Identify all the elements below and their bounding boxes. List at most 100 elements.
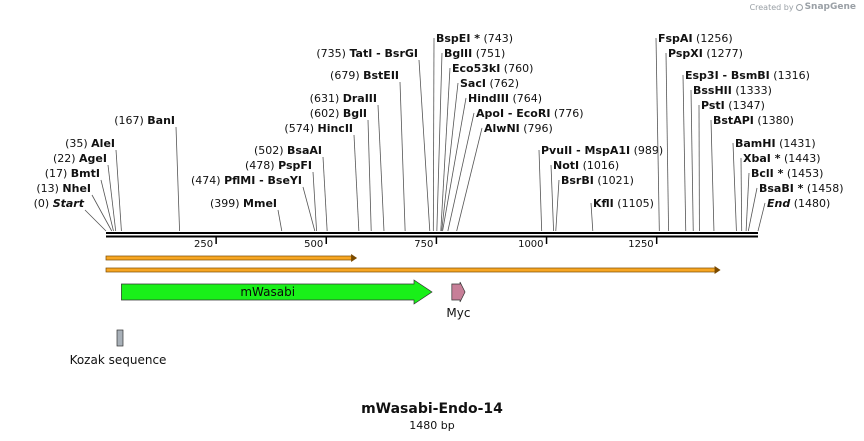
- site-label: End (1480): [767, 197, 830, 210]
- site-position: (1453): [783, 167, 823, 180]
- site-name: BsaAI: [287, 144, 322, 157]
- site-name: PspXI: [668, 47, 703, 60]
- site-position: (167): [114, 114, 147, 127]
- feature-label: mWasabi: [240, 285, 295, 299]
- site-bspei: BspEI * (743): [436, 32, 513, 45]
- site-bcli: BclI * (1453): [751, 167, 823, 180]
- backbone-bottom-strand: [106, 235, 758, 238]
- site-label: (13) NheI: [36, 182, 91, 195]
- site-name: AgeI: [79, 152, 107, 165]
- site-position: (679): [330, 69, 363, 82]
- site-bsabi: BsaBI * (1458): [759, 182, 844, 195]
- site-pflmi: (474) PflMI - BseYI: [191, 174, 302, 187]
- site-position: (1458): [803, 182, 843, 195]
- site-position: (1380): [754, 114, 794, 127]
- site-leader: [447, 112, 475, 232]
- site-alei: (35) AleI: [65, 137, 115, 150]
- site-leader: [277, 209, 283, 232]
- site-label: (735) TatI - BsrGI: [316, 47, 418, 60]
- site-name: AleI: [91, 137, 115, 150]
- site-position: (631): [310, 92, 343, 105]
- site-bsrbi: BsrBI (1021): [561, 174, 634, 187]
- site-leader: [682, 74, 687, 232]
- site-saci: SacI (762): [460, 77, 519, 90]
- snapgene-logo-icon: [795, 3, 803, 11]
- feature-label: Myc: [446, 306, 470, 320]
- site-leader: [745, 172, 750, 232]
- site-leader: [367, 119, 372, 232]
- site-position: (22): [53, 152, 79, 165]
- site-label: (502) BsaAI: [254, 144, 322, 157]
- site-name: HincII: [317, 122, 353, 135]
- site-position: (35): [65, 137, 91, 150]
- site-leader: [115, 149, 122, 232]
- feature-mwasabi: mWasabi: [121, 279, 433, 305]
- site-bmti: (17) BmtI: [45, 167, 100, 180]
- site-label: (679) BstEII: [330, 69, 399, 82]
- site-label: (474) PflMI - BseYI: [191, 174, 302, 187]
- site-position: (796): [520, 122, 553, 135]
- site-position: (1443): [780, 152, 820, 165]
- site-mmei: (399) MmeI: [210, 197, 277, 210]
- site-name: BsaBI *: [759, 182, 804, 195]
- site-leader: [655, 37, 660, 232]
- site-label: BamHI (1431): [735, 137, 816, 150]
- site-name: PvuII - MspA1I: [541, 144, 630, 157]
- site-start: (0) Start: [34, 197, 85, 210]
- site-bani: (167) BanI: [114, 114, 175, 127]
- site-label: SacI (762): [460, 77, 519, 90]
- orf-arrowhead: [351, 254, 358, 262]
- site-nhei: (13) NheI: [36, 182, 91, 195]
- backbone-top-strand: [106, 232, 758, 234]
- site-name: PspFI: [278, 159, 312, 172]
- site-position: (735): [316, 47, 349, 60]
- site-name: Eco53kI: [452, 62, 500, 75]
- site-fspai: FspAI (1256): [658, 32, 733, 45]
- snapgene-credit: Created by SnapGene: [750, 2, 856, 12]
- site-label: BsaBI * (1458): [759, 182, 844, 195]
- site-label: (22) AgeI: [53, 152, 107, 165]
- site-name: PstI: [701, 99, 725, 112]
- site-name: AlwNI: [484, 122, 520, 135]
- site-name: BmtI: [71, 167, 100, 180]
- site-position: (0): [34, 197, 53, 210]
- orf-1: [105, 254, 358, 262]
- site-leader: [312, 171, 317, 232]
- site-leader: [690, 89, 694, 232]
- site-name: HindIII: [468, 92, 509, 105]
- site-leader: [353, 134, 360, 232]
- site-position: (1480): [790, 197, 830, 210]
- axis-tick-label: 750: [414, 239, 433, 250]
- site-label: (631) DraIII: [310, 92, 377, 105]
- orf-bar: [105, 267, 716, 273]
- site-label: (478) PspFI: [245, 159, 312, 172]
- site-bamhi: BamHI (1431): [735, 137, 816, 150]
- myc-arrow: [451, 281, 466, 303]
- site-xbai: XbaI * (1443): [743, 152, 821, 165]
- site-hindiii: HindIII (764): [468, 92, 542, 105]
- site-label: BspEI * (743): [436, 32, 513, 45]
- site-leader: [84, 209, 107, 232]
- site-leader: [538, 149, 543, 232]
- credit-prefix: Created by: [749, 2, 794, 12]
- mwasabi-arrow: [121, 279, 433, 305]
- site-label: BssHII (1333): [693, 84, 772, 97]
- site-noti: NotI (1016): [553, 159, 619, 172]
- site-name: DraIII: [343, 92, 377, 105]
- site-bglii: BglII (751): [444, 47, 505, 60]
- site-position: (1105): [614, 197, 654, 210]
- site-position: (1333): [732, 84, 772, 97]
- site-label: ApoI - EcoRI (776): [476, 107, 584, 120]
- site-name: NotI: [553, 159, 579, 172]
- site-tati: (735) TatI - BsrGI: [316, 47, 418, 60]
- site-alwni: AlwNI (796): [484, 122, 553, 135]
- site-label: PstI (1347): [701, 99, 765, 112]
- site-name: PflMI - BseYI: [224, 174, 302, 187]
- site-pspfi: (478) PspFI: [245, 159, 312, 172]
- site-name: Start: [53, 197, 85, 210]
- site-name: BclI *: [751, 167, 784, 180]
- axis-tick-label: 1000: [518, 239, 543, 250]
- site-position: (1256): [693, 32, 733, 45]
- site-label: BglII (751): [444, 47, 505, 60]
